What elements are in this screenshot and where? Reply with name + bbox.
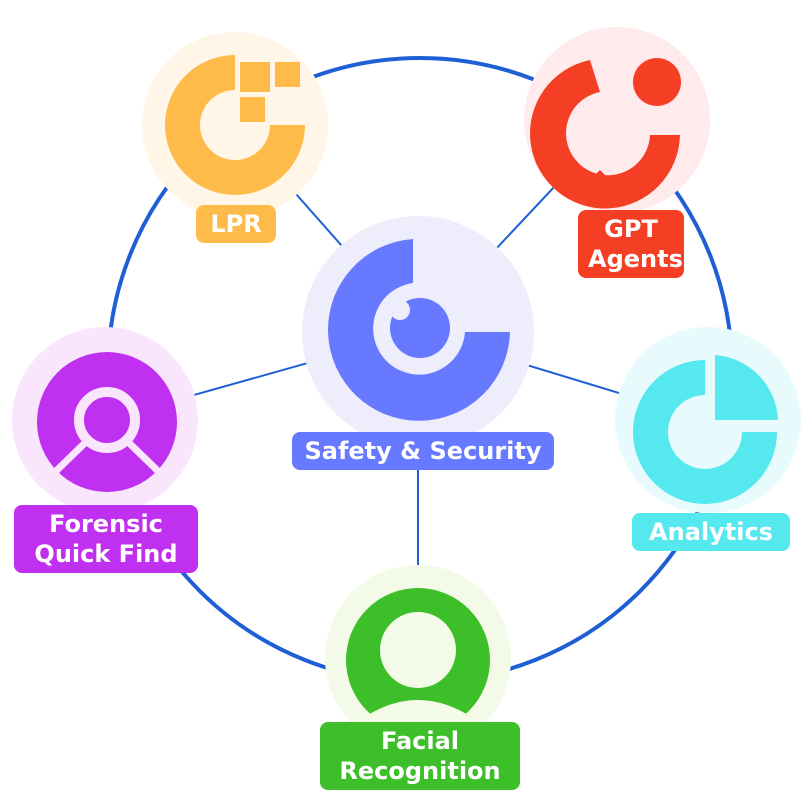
node-facial	[325, 565, 511, 751]
gpt-agents-label: GPT Agents	[578, 210, 684, 278]
node-lpr	[142, 32, 328, 218]
pie-chart-icon	[633, 355, 778, 504]
gpt-agents-icon	[530, 60, 680, 209]
node-gpt	[524, 27, 710, 213]
node-forensic	[12, 327, 198, 513]
center-label: Safety & Security	[292, 432, 554, 470]
lpr-icon	[165, 55, 305, 195]
label-line: Recognition	[339, 757, 501, 785]
label-line: Quick Find	[34, 540, 178, 568]
facial-label: Facial Recognition	[320, 722, 520, 790]
lpr-label: LPR	[196, 205, 276, 243]
label-line: Facial	[380, 727, 460, 755]
magnifier-icon	[37, 352, 177, 492]
forensic-label: Forensic Quick Find	[14, 505, 198, 573]
node-center	[302, 216, 534, 448]
label-line: Forensic	[49, 510, 163, 538]
analytics-label: Analytics	[632, 513, 790, 551]
node-analytics	[615, 327, 801, 513]
person-icon	[346, 588, 490, 732]
label-line: Agents	[588, 245, 683, 273]
eye-camera-icon	[328, 239, 510, 421]
label-line: GPT	[604, 215, 658, 243]
